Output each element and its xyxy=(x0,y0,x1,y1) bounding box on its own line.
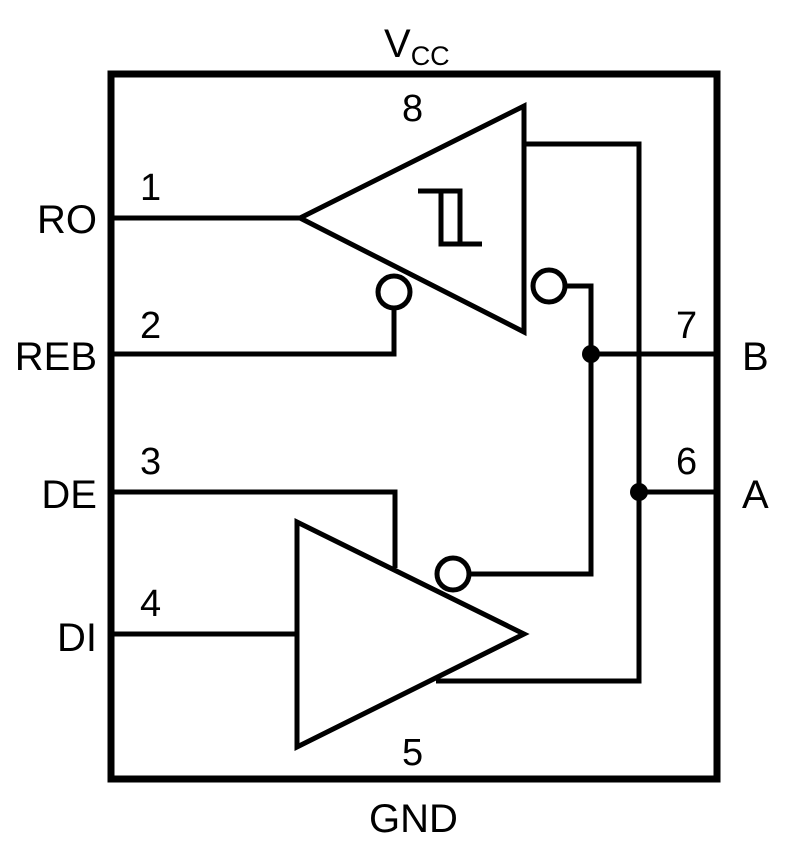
gnd-label: GND xyxy=(369,797,458,841)
reb-inversion-bubble xyxy=(375,273,413,311)
pin-name-ro: RO xyxy=(37,198,97,242)
driver-buffer xyxy=(294,517,530,752)
reb-wire xyxy=(111,308,397,357)
pin-number-4: 4 xyxy=(140,583,161,625)
b-junction-dot xyxy=(582,345,600,363)
driver-inverting-bubble xyxy=(434,555,472,593)
pin-number-1: 1 xyxy=(140,167,161,209)
pin-name-a: A xyxy=(742,473,769,517)
pin-number-3: 3 xyxy=(140,441,161,483)
pin-name-di: DI xyxy=(57,616,97,660)
receiver-a-wire xyxy=(436,141,642,684)
vcc-label: VCC xyxy=(384,22,450,71)
pin-number-5: 5 xyxy=(402,732,423,774)
pin-number-6: 6 xyxy=(676,441,697,483)
pin-number-7: 7 xyxy=(676,305,697,347)
receiver-inverting-bubble xyxy=(530,267,568,305)
pin-number-8: 8 xyxy=(402,88,423,130)
schmitt-trigger-icon xyxy=(418,188,482,247)
receiver-b-wire xyxy=(469,283,594,577)
pin-name-de: DE xyxy=(41,473,97,517)
package-outline xyxy=(107,70,721,783)
receiver-buffer xyxy=(294,101,527,337)
pin-name-reb: REB xyxy=(15,335,97,379)
de-wire xyxy=(111,489,398,568)
a-junction-dot xyxy=(630,483,648,501)
pin-name-b: B xyxy=(742,335,769,379)
pin-number-2: 2 xyxy=(140,305,161,347)
